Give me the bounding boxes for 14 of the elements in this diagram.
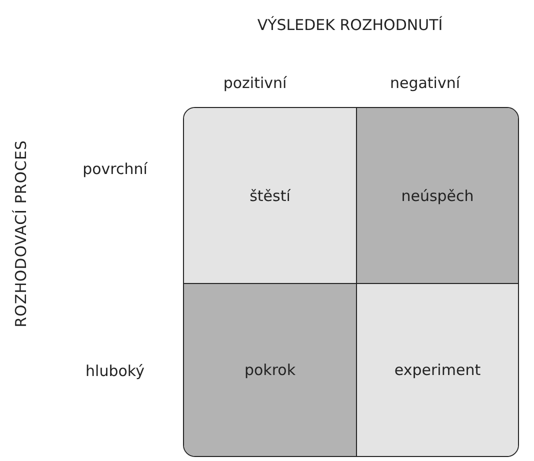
matrix-cell	[356, 283, 518, 456]
column-header: pozitivní	[222, 74, 288, 92]
matrix-cell	[184, 283, 356, 456]
row-header: povrchní	[82, 160, 149, 178]
matrix-cell	[184, 108, 356, 283]
cell-label: neúspěch	[401, 186, 474, 204]
cell-label: pokrok	[244, 361, 296, 379]
cell-label: štěstí	[250, 186, 290, 204]
axis-title: ROZHODOVACÍ PROCES	[12, 140, 30, 328]
row-header: hluboký	[84, 362, 146, 380]
matrix-cell	[356, 108, 518, 283]
cell-label: experiment	[394, 361, 481, 379]
axis-title: VÝSLEDEK ROZHODNUTÍ	[256, 16, 444, 34]
column-header: negativní	[388, 74, 462, 92]
